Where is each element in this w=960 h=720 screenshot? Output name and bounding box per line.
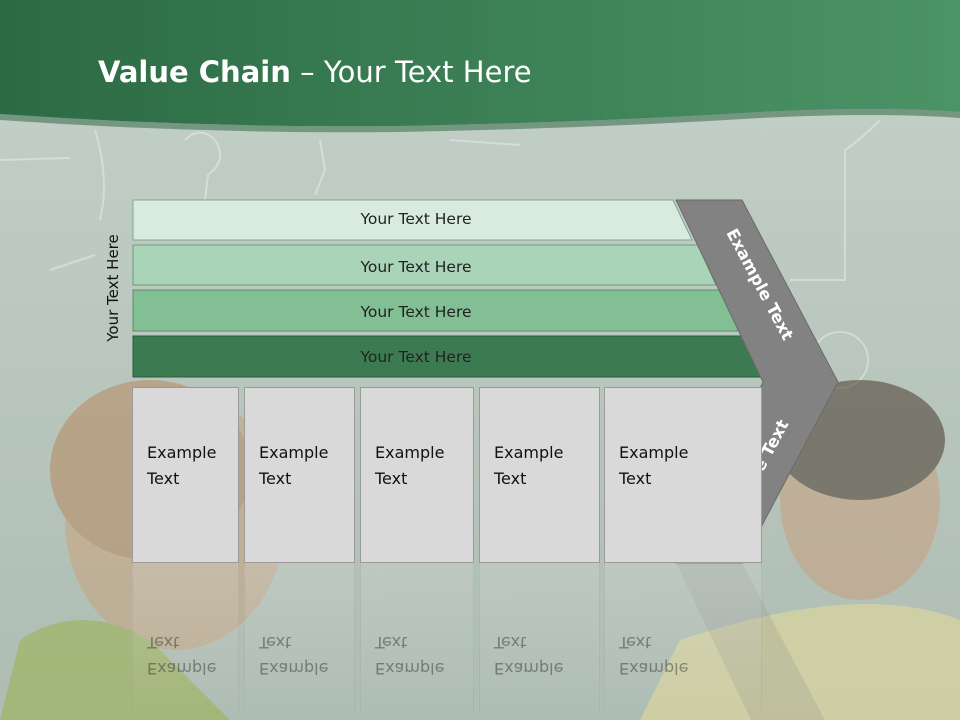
box-5: Example Text xyxy=(604,387,762,563)
box-3: Example Text xyxy=(360,387,474,563)
box-3-label: Example Text xyxy=(375,443,445,488)
bar-2 xyxy=(132,244,717,286)
box-2-label: Example Text xyxy=(259,443,329,488)
chevron-arrow-reflection xyxy=(676,563,825,720)
bar-3-label: Your Text Here xyxy=(359,303,471,321)
box-2: Example Text xyxy=(244,387,355,563)
bar-4-label: Your Text Here xyxy=(359,348,471,366)
bar-1-label: Your Text Here xyxy=(359,210,471,228)
box-1: Example Text xyxy=(132,387,239,563)
title-separator: – xyxy=(290,55,324,89)
title-rest: Your Text Here xyxy=(323,55,532,89)
bar-1 xyxy=(132,199,693,241)
title-bold: Value Chain xyxy=(98,55,291,89)
box-5-label: Example Text xyxy=(619,443,689,488)
box-4-label: Example Text xyxy=(494,443,564,488)
bar-2-label: Your Text Here xyxy=(359,258,471,276)
slide-title: Value Chain – Your Text Here xyxy=(98,55,532,89)
box-1-label: Example Text xyxy=(147,443,217,488)
box-4: Example Text xyxy=(479,387,600,563)
